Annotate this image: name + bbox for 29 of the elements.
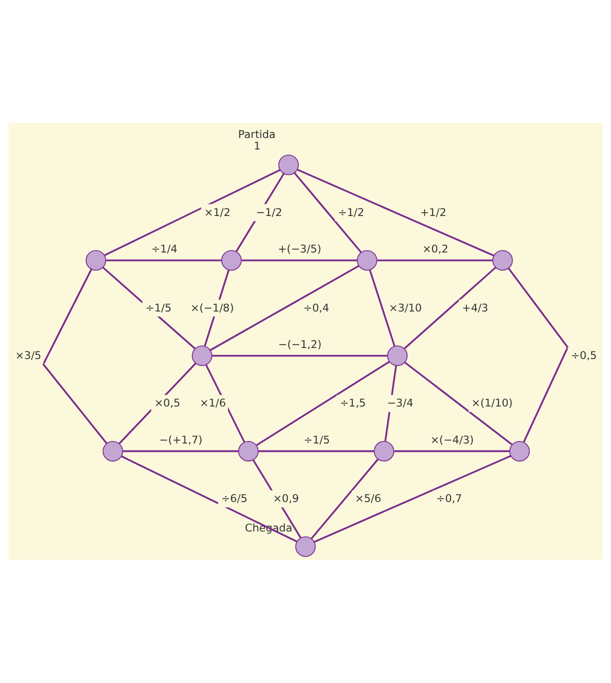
edge-label: ×(1/10) [471,396,513,410]
edge-label: ÷1,5 [340,396,366,410]
edge-label: ×0,5 [154,396,180,410]
edge-label: ×0,9 [272,492,299,506]
edge-label: −(+1,7) [159,433,202,446]
edge-label: ÷1/5 [304,433,330,446]
edge-label: ×(−4/3) [430,433,474,446]
edge-label: ÷6/5 [221,492,248,506]
edge-label: ×3/10 [388,301,422,314]
edge-label: ×1/2 [204,206,230,219]
edge-label: ×3/5 [15,348,42,362]
edge-label: ÷0,7 [436,492,462,506]
node-label: 1 [254,139,261,152]
edge-label: ÷0,4 [303,301,330,314]
edge-label: +1/2 [420,206,446,219]
edge-label: +4/3 [462,301,488,314]
edge-label: −1/2 [256,206,282,219]
edge-label: ÷1/2 [338,206,364,219]
edge-label: −3/4 [387,396,414,410]
edge-label: +(−3/5) [278,242,322,256]
edge-label: −(−1,2) [278,338,322,351]
node-label: Partida [238,128,276,141]
edge-label: ×5/6 [354,492,382,506]
edge-label: ÷1/5 [145,301,172,314]
edge-label: ÷1/4 [151,242,178,256]
edge-label: ×0,2 [422,242,448,256]
edge-label: ÷0,5 [570,348,597,362]
edge-label: ×(−1/8) [190,301,234,314]
edge-label: ×1/6 [200,396,226,410]
